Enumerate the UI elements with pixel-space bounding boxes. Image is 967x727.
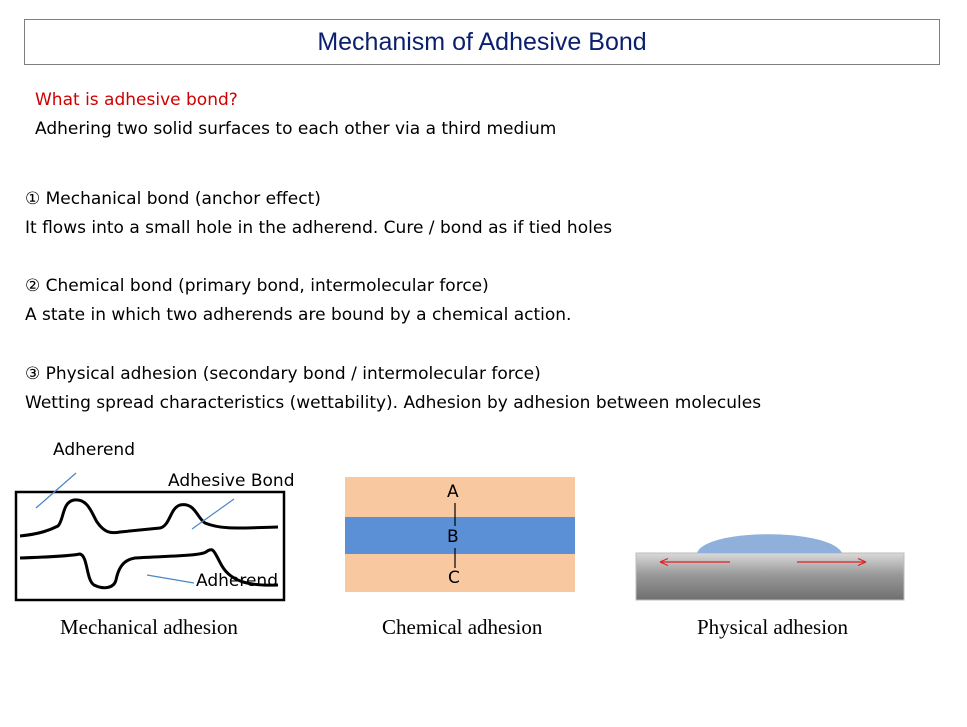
arrow-right-head xyxy=(857,557,867,567)
droplet xyxy=(697,534,842,553)
item-3-body: Wetting spread characteristics (wettabil… xyxy=(25,393,762,413)
pointer-adherend-bottom xyxy=(146,574,195,584)
layer-a-label: A xyxy=(447,482,459,502)
label-adherend-top: Adherend xyxy=(53,440,135,460)
layer-b-label: B xyxy=(447,527,459,547)
item-2-body: A state in which two adherends are bound… xyxy=(25,305,572,325)
intro-question: What is adhesive bond? xyxy=(35,90,238,110)
chemical-diagram xyxy=(345,477,575,592)
item-3-heading: ③ Physical adhesion (secondary bond / in… xyxy=(25,364,541,384)
layer-c-block xyxy=(345,554,575,592)
label-adherend-bottom: Adherend xyxy=(196,571,278,591)
item-2-heading: ② Chemical bond (primary bond, intermole… xyxy=(25,276,489,296)
item-1-body: It flows into a small hole in the adhere… xyxy=(25,218,613,238)
item-1-heading: ① Mechanical bond (anchor effect) xyxy=(25,189,321,209)
page-title: Mechanism of Adhesive Bond xyxy=(317,27,647,56)
layer-c-label: C xyxy=(448,568,460,588)
arrow-left-head xyxy=(659,557,669,567)
interface-line-lower xyxy=(19,548,279,590)
mechanical-frame xyxy=(14,490,286,602)
caption-mechanical: Mechanical adhesion xyxy=(60,615,238,639)
title-box: Mechanism of Adhesive Bond xyxy=(24,19,940,65)
pointer-adhesive xyxy=(191,498,235,530)
label-adhesive-bond: Adhesive Bond xyxy=(168,471,295,491)
mechanical-diagram xyxy=(14,472,286,602)
caption-chemical: Chemical adhesion xyxy=(382,615,543,639)
layer-b-block xyxy=(345,517,575,554)
caption-physical: Physical adhesion xyxy=(697,615,849,639)
layer-a-block xyxy=(345,477,575,517)
physical-diagram xyxy=(635,534,905,601)
pointer-adherend-top xyxy=(35,472,77,509)
substrate xyxy=(635,552,905,601)
intro-answer: Adhering two solid surfaces to each othe… xyxy=(35,119,557,139)
interface-line-upper xyxy=(19,498,279,538)
